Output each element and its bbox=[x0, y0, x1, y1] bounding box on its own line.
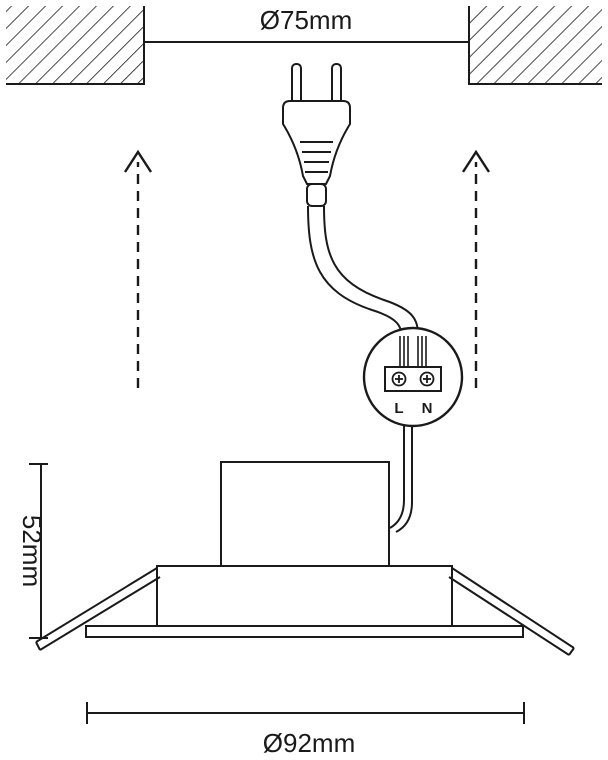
spring-clip-right bbox=[448, 567, 575, 656]
outer-diameter-label: Ø92mm bbox=[263, 728, 355, 758]
fixture-trim-plate bbox=[85, 625, 524, 638]
ceiling-right-section bbox=[468, 6, 602, 85]
power-cable bbox=[307, 205, 419, 341]
insertion-arrow-right bbox=[461, 149, 491, 388]
ceiling-left-section bbox=[6, 6, 145, 85]
spring-clip-left bbox=[35, 567, 161, 651]
outer-diameter-dimension bbox=[86, 702, 525, 724]
driver-cable bbox=[389, 426, 413, 533]
cutout-diameter-label: Ø75mm bbox=[260, 5, 352, 35]
terminal-block: L N bbox=[362, 326, 464, 428]
fixture-bezel bbox=[156, 565, 453, 627]
light-fixture bbox=[35, 461, 575, 656]
height-label: 52mm bbox=[17, 515, 47, 587]
terminal-screw-left bbox=[391, 371, 407, 387]
power-plug bbox=[282, 63, 351, 207]
height-dimension bbox=[29, 463, 48, 639]
neutral-terminal-label: N bbox=[422, 400, 433, 417]
insertion-arrow-left bbox=[123, 149, 153, 388]
terminal-screw-right bbox=[419, 371, 435, 387]
live-terminal-label: L bbox=[394, 400, 403, 417]
driver-housing bbox=[220, 461, 390, 567]
